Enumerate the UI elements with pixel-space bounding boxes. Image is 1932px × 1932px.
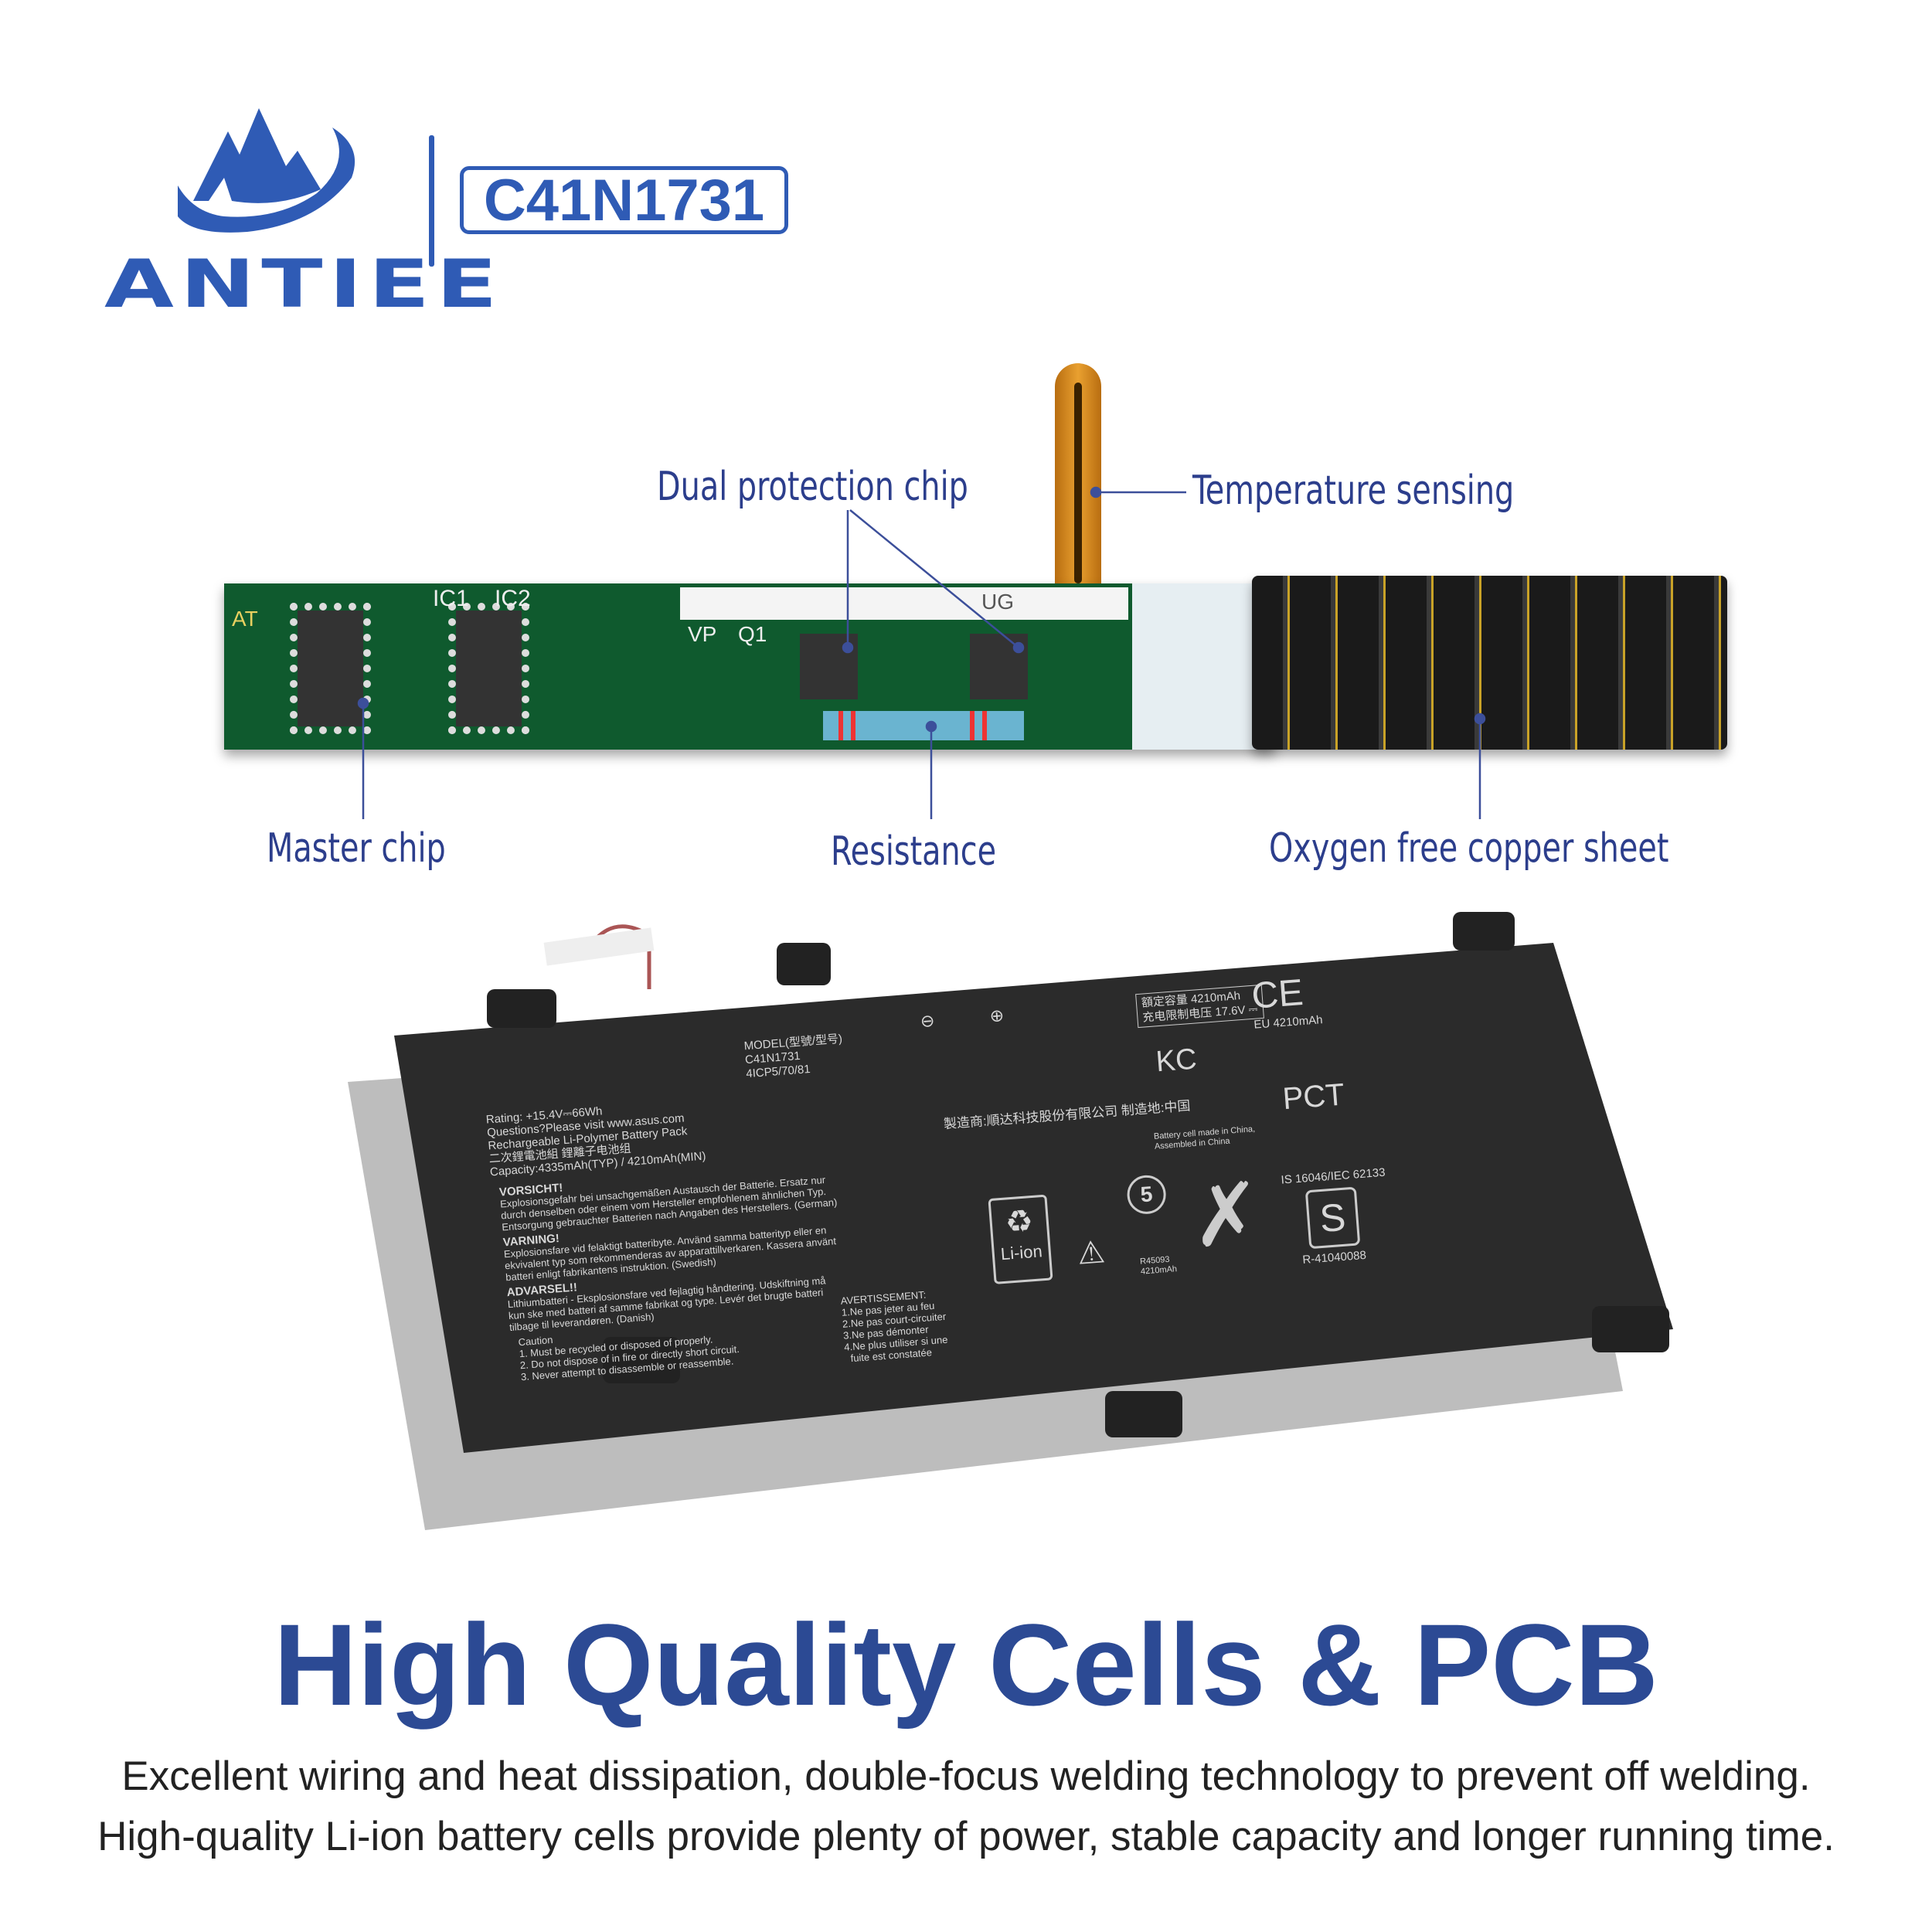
headline: High Quality Cells & PCB — [274, 1600, 1658, 1730]
antiee-logo-icon — [178, 108, 355, 233]
kc-mark-icon: KC — [1155, 1043, 1199, 1079]
label-r-code: R45093 4210mAh — [1139, 1254, 1178, 1277]
resistor — [823, 711, 1024, 740]
description-line-2: High-quality Li-ion battery cells provid… — [97, 1814, 1835, 1859]
ug-label: UG — [981, 590, 1014, 614]
copper-connector — [1252, 576, 1727, 750]
model-badge: C41N1731 — [460, 166, 788, 234]
label-avertissement-text: 1.Ne pas jeter au feu 2.Ne pas court-cir… — [841, 1299, 948, 1365]
liion-recycle-icon: ♻Li-ion — [988, 1194, 1053, 1284]
terminal-plus-icon: ⊕ — [988, 1005, 1005, 1026]
crossed-bin-icon: ✗ — [1187, 1165, 1266, 1266]
bis-s-mark-icon: S — [1304, 1186, 1361, 1250]
battery-pack — [348, 912, 1673, 1530]
label-cn-manufacturer: 製造商:順达科技股份有限公司 制造地:中国 — [943, 1098, 1192, 1132]
label-liion: Li-ion — [1000, 1241, 1043, 1264]
pcb-board: IC1 IC2 AT VP Q1 UG — [224, 583, 1275, 750]
description-line-1: Excellent wiring and heat dissipation, d… — [121, 1753, 1811, 1799]
pct-mark-icon: PCT — [1281, 1077, 1346, 1117]
ic1-label: IC1 — [433, 586, 469, 611]
callout-master-chip: Master chip — [267, 825, 446, 872]
terminal-minus-icon: ⊖ — [920, 1010, 936, 1032]
rohs-5-icon: 5 — [1125, 1174, 1168, 1216]
callout-resistance: Resistance — [831, 828, 997, 875]
q1-label: Q1 — [738, 622, 767, 646]
master-chip — [290, 603, 371, 734]
ce-mark-icon: CE — [1250, 971, 1305, 1017]
at-label: AT — [232, 607, 258, 631]
ic2-label: IC2 — [495, 586, 531, 611]
temperature-sensor — [1055, 363, 1101, 587]
label-rated-capacity-box: 額定容量 4210mAh 充电限制电压 17.6V ⎓ — [1135, 984, 1264, 1029]
callout-dual-protection-chip: Dual protection chip — [657, 464, 968, 510]
callout-oxygen-free-copper-sheet: Oxygen free copper sheet — [1269, 825, 1669, 872]
secondary-chip — [448, 603, 529, 734]
label-is-standard: IS 16046/IEC 62133 — [1281, 1165, 1386, 1187]
label-r-number: R-41040088 — [1301, 1248, 1367, 1267]
callout-lines — [357, 486, 1486, 819]
vp-label: VP — [688, 622, 717, 646]
divider — [429, 135, 434, 267]
label-kc-info: Battery cell made in China, Assembled in… — [1153, 1124, 1256, 1151]
warning-triangle-icon: ⚠ — [1076, 1235, 1107, 1271]
callout-temperature-sensing: Temperature sensing — [1192, 468, 1515, 514]
